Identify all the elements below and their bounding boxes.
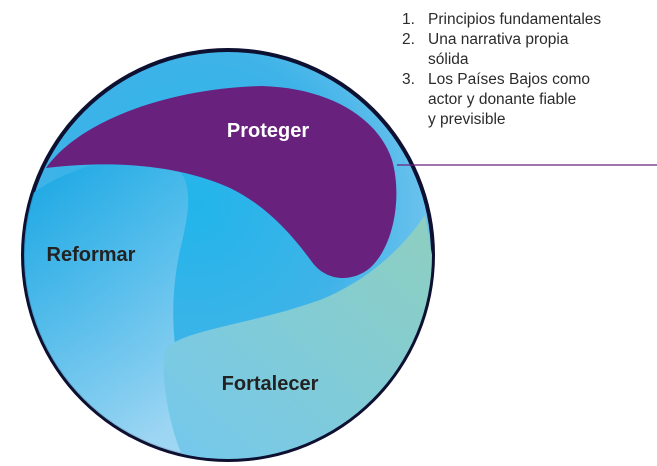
list-item: 3. Los Países Bajos como actor y donante…: [402, 70, 657, 130]
list-number: 3.: [402, 71, 415, 88]
list-item: 2. Una narrativa propia sólida: [402, 30, 657, 70]
list-item-text: Principios fundamentales: [428, 11, 602, 28]
proteger-label: Proteger: [227, 120, 309, 142]
proteger-segment: [46, 86, 397, 279]
list-number: 2.: [402, 31, 415, 48]
fortalecer-segment: [163, 215, 432, 459]
list-item-text: Los Países Bajos como: [428, 71, 590, 88]
fortalecer-label: Fortalecer: [222, 373, 319, 395]
list-item-text: sólida: [428, 51, 469, 68]
principles-list: 1. Principios fundamentales 2. Una narra…: [402, 10, 657, 130]
list-item-text: actor y donante fiable: [428, 91, 577, 108]
list-item-text: y previsible: [428, 111, 506, 128]
list-number: 1.: [402, 11, 415, 28]
list-item-text: Una narrativa propia: [428, 31, 569, 48]
list-item: 1. Principios fundamentales: [402, 10, 657, 30]
reformar-label: Reformar: [47, 244, 136, 266]
